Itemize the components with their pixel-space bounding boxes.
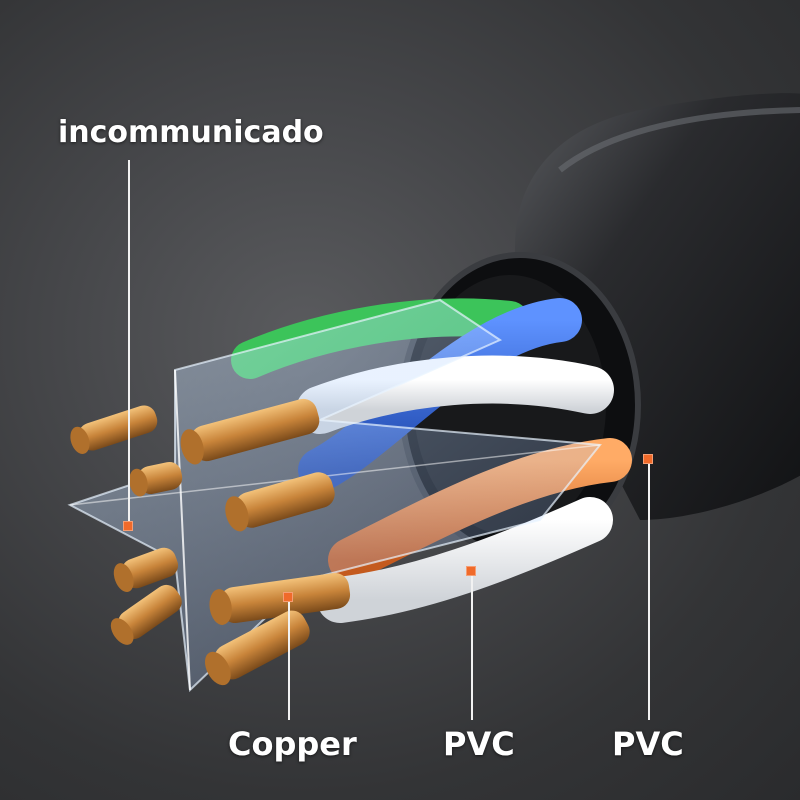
insulator-leader-line [128, 160, 130, 525]
jacket-marker [643, 454, 653, 464]
insulator-marker [123, 521, 133, 531]
wire-insulation-leader-line [471, 572, 473, 720]
outer-jacket-label: PVC [612, 725, 684, 763]
copper-marker [283, 592, 293, 602]
wire-insulation-marker [466, 566, 476, 576]
conductor-label: Copper [228, 725, 357, 763]
copper-leader-line [288, 598, 290, 720]
copper-bundles [70, 398, 351, 686]
wire-insulation-label: PVC [443, 725, 515, 763]
jacket-leader-line [648, 460, 650, 720]
insulator-label: incommunicado [58, 115, 324, 150]
